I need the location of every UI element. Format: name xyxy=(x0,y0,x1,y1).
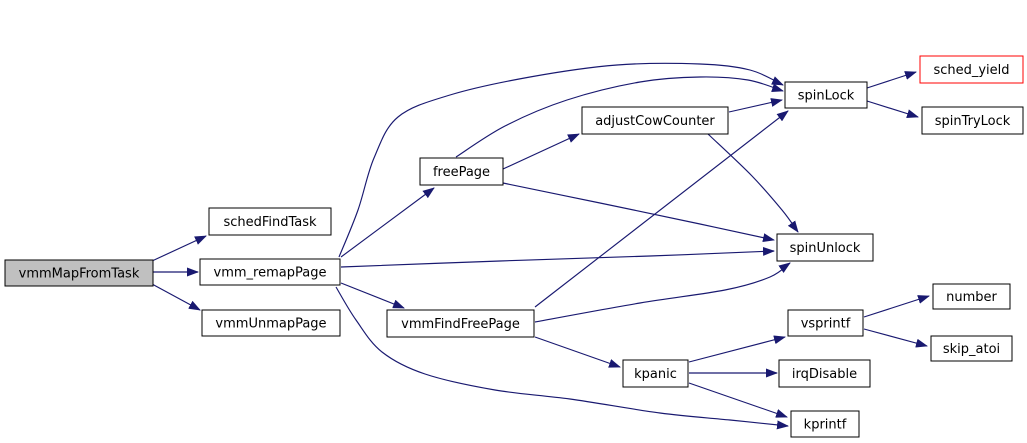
edge-spinLock-to-spinTryLock xyxy=(866,100,919,119)
node-label-spinUnlock: spinUnlock xyxy=(790,241,861,256)
node-box-number xyxy=(932,283,1011,310)
edge-vsprintf-to-number xyxy=(863,295,930,318)
node-vmmFindFreePage[interactable]: vmmFindFreePage xyxy=(386,309,535,338)
node-box-kprintf xyxy=(790,410,860,438)
node-label-freePage: freePage xyxy=(433,165,490,180)
node-box-vmmUnmapPage xyxy=(201,309,341,337)
node-box-schedFindTask xyxy=(208,207,332,236)
node-label-kprintf: kprintf xyxy=(804,418,847,433)
edge-freePage-to-spinLock xyxy=(455,76,784,158)
node-label-vmmFindFreePage: vmmFindFreePage xyxy=(401,317,520,332)
edge-vmm_remapPage-to-spinUnlock xyxy=(340,246,775,268)
node-freePage[interactable]: freePage xyxy=(419,157,504,186)
edge-freePage-to-adjustCowCounter xyxy=(502,133,580,170)
edge-freePage-to-spinUnlock xyxy=(502,182,775,243)
edge-vmmFindFreePage-to-spinUnlock xyxy=(534,262,791,323)
node-adjustCowCounter[interactable]: adjustCowCounter xyxy=(581,106,729,135)
node-box-vmmMapFromTask xyxy=(4,259,154,287)
node-kprintf[interactable]: kprintf xyxy=(790,410,860,438)
node-box-vmmFindFreePage xyxy=(386,309,535,338)
node-label-vmmMapFromTask: vmmMapFromTask xyxy=(19,267,140,282)
node-vmmUnmapPage[interactable]: vmmUnmapPage xyxy=(201,309,341,337)
edge-vmmFindFreePage-to-kpanic xyxy=(534,336,621,368)
edge-vmmMapFromTask-to-vmmUnmapPage xyxy=(151,283,201,311)
node-label-vsprintf: vsprintf xyxy=(801,317,851,332)
node-label-vmm_remapPage: vmm_remapPage xyxy=(214,266,327,281)
node-label-number: number xyxy=(946,290,997,305)
edge-vmm_remapPage-to-spinLock xyxy=(338,62,784,258)
edge-kpanic-to-kprintf xyxy=(688,382,788,418)
node-spinLock[interactable]: spinLock xyxy=(784,81,868,109)
node-box-irqDisable xyxy=(778,359,871,388)
node-spinTryLock[interactable]: spinTryLock xyxy=(921,106,1024,135)
edge-vmm_remapPage-to-freePage xyxy=(340,187,435,258)
node-box-spinLock xyxy=(784,81,868,109)
node-label-kpanic: kpanic xyxy=(634,367,677,382)
node-box-freePage xyxy=(419,157,504,186)
node-kpanic[interactable]: kpanic xyxy=(622,359,689,388)
edge-vmm_remapPage-to-kprintf xyxy=(335,286,789,430)
node-label-spinTryLock: spinTryLock xyxy=(935,114,1011,129)
node-box-skip_atoi xyxy=(930,335,1013,362)
node-label-vmmUnmapPage: vmmUnmapPage xyxy=(215,317,326,332)
node-box-sched_yield xyxy=(919,55,1024,84)
edge-vmmMapFromTask-to-schedFindTask xyxy=(151,235,207,262)
node-vmmMapFromTask: vmmMapFromTask xyxy=(4,259,154,287)
node-label-skip_atoi: skip_atoi xyxy=(943,342,1000,357)
edge-vmm_remapPage-to-vmmFindFreePage xyxy=(340,282,405,309)
edge-adjustCowCounter-to-spinLock xyxy=(728,98,783,113)
node-spinUnlock[interactable]: spinUnlock xyxy=(776,233,874,262)
node-label-schedFindTask: schedFindTask xyxy=(223,215,317,230)
node-label-spinLock: spinLock xyxy=(798,89,855,104)
node-box-vsprintf xyxy=(787,309,864,337)
node-label-sched_yield: sched_yield xyxy=(933,63,1009,78)
node-vmm_remapPage[interactable]: vmm_remapPage xyxy=(199,258,341,286)
node-vsprintf[interactable]: vsprintf xyxy=(787,309,864,337)
node-label-irqDisable: irqDisable xyxy=(792,367,857,382)
node-irqDisable[interactable]: irqDisable xyxy=(778,359,871,388)
node-box-spinTryLock xyxy=(921,106,1024,135)
node-number[interactable]: number xyxy=(932,283,1011,310)
node-box-kpanic xyxy=(622,359,689,388)
edge-adjustCowCounter-to-spinUnlock xyxy=(707,133,799,233)
edge-spinLock-to-sched_yield xyxy=(866,71,917,89)
edge-vmmFindFreePage-to-spinLock xyxy=(534,110,789,308)
node-schedFindTask[interactable]: schedFindTask xyxy=(208,207,332,236)
node-box-vmm_remapPage xyxy=(199,258,341,286)
node-box-adjustCowCounter xyxy=(581,106,729,135)
node-skip_atoi[interactable]: skip_atoi xyxy=(930,335,1013,362)
node-box-spinUnlock xyxy=(776,233,874,262)
node-sched_yield[interactable]: sched_yield xyxy=(919,55,1024,84)
node-label-adjustCowCounter: adjustCowCounter xyxy=(595,114,715,129)
edge-kpanic-to-vsprintf xyxy=(688,335,786,363)
edge-vsprintf-to-skip_atoi xyxy=(863,328,928,348)
